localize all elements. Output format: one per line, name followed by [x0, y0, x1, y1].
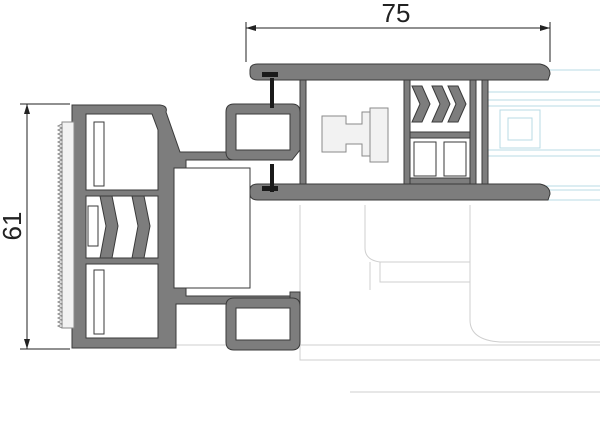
serrated-cladding [56, 123, 64, 329]
sash-connector-upper [225, 103, 301, 161]
dimension-height: 61 [0, 103, 70, 350]
dimension-width-label: 75 [382, 0, 411, 28]
dimension-height-label: 61 [0, 212, 27, 241]
sash-profile [249, 63, 551, 201]
frame-profile [61, 104, 301, 349]
serration-teeth [56, 123, 64, 329]
sash-connector-lower [225, 297, 301, 351]
gaskets [262, 72, 278, 192]
dimension-width: 75 [245, 0, 551, 62]
glazing-panel [487, 69, 600, 201]
